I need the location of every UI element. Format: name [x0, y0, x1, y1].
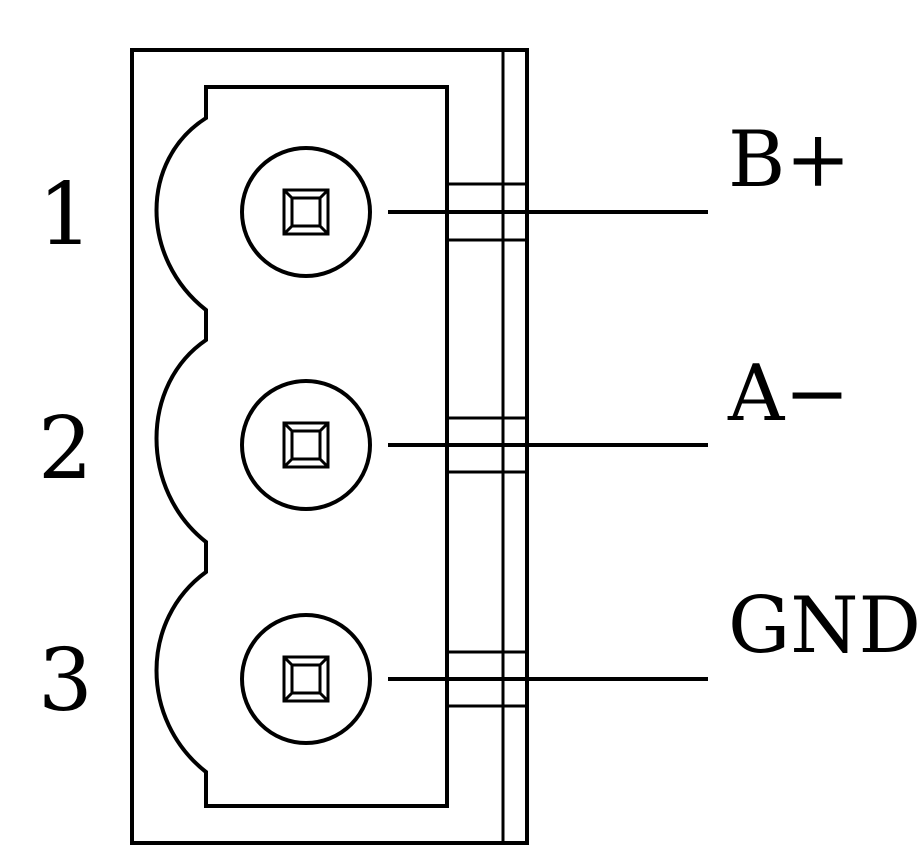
screw-square-outer-2 — [282, 421, 330, 469]
screw-corner — [282, 421, 294, 433]
screw-corner — [318, 224, 330, 236]
screw-square-outer-1 — [282, 188, 330, 236]
screw-square-outer-3 — [282, 655, 330, 703]
screw-square-inner-2 — [290, 429, 322, 461]
screw-corner — [318, 188, 330, 200]
screw-corner — [282, 224, 294, 236]
pin-number-3: 3 — [38, 631, 93, 731]
screw-square-inner-3 — [290, 663, 322, 695]
signal-label-2: A− — [727, 349, 850, 439]
pin-number-1: 1 — [38, 165, 93, 265]
screw-corner — [282, 188, 294, 200]
screw-corner — [282, 655, 294, 667]
pin-number-2: 2 — [38, 399, 93, 499]
screw-corner — [318, 457, 330, 469]
pin-1: 1 B+ — [38, 115, 851, 278]
signal-label-1: B+ — [728, 115, 851, 205]
screw-corner — [318, 691, 330, 703]
screw-circle-3 — [240, 613, 372, 745]
signal-label-3: GND — [728, 581, 917, 671]
pin-3: 3 GND — [38, 581, 917, 745]
screw-circle-2 — [240, 379, 372, 511]
screw-corner — [282, 457, 294, 469]
housing-inner-outline — [154, 85, 449, 808]
screw-corner — [318, 421, 330, 433]
pin-2: 2 A− — [38, 349, 850, 511]
screw-corner — [282, 691, 294, 703]
screw-circle-1 — [240, 146, 372, 278]
screw-square-inner-1 — [290, 196, 322, 228]
screw-corner — [318, 655, 330, 667]
